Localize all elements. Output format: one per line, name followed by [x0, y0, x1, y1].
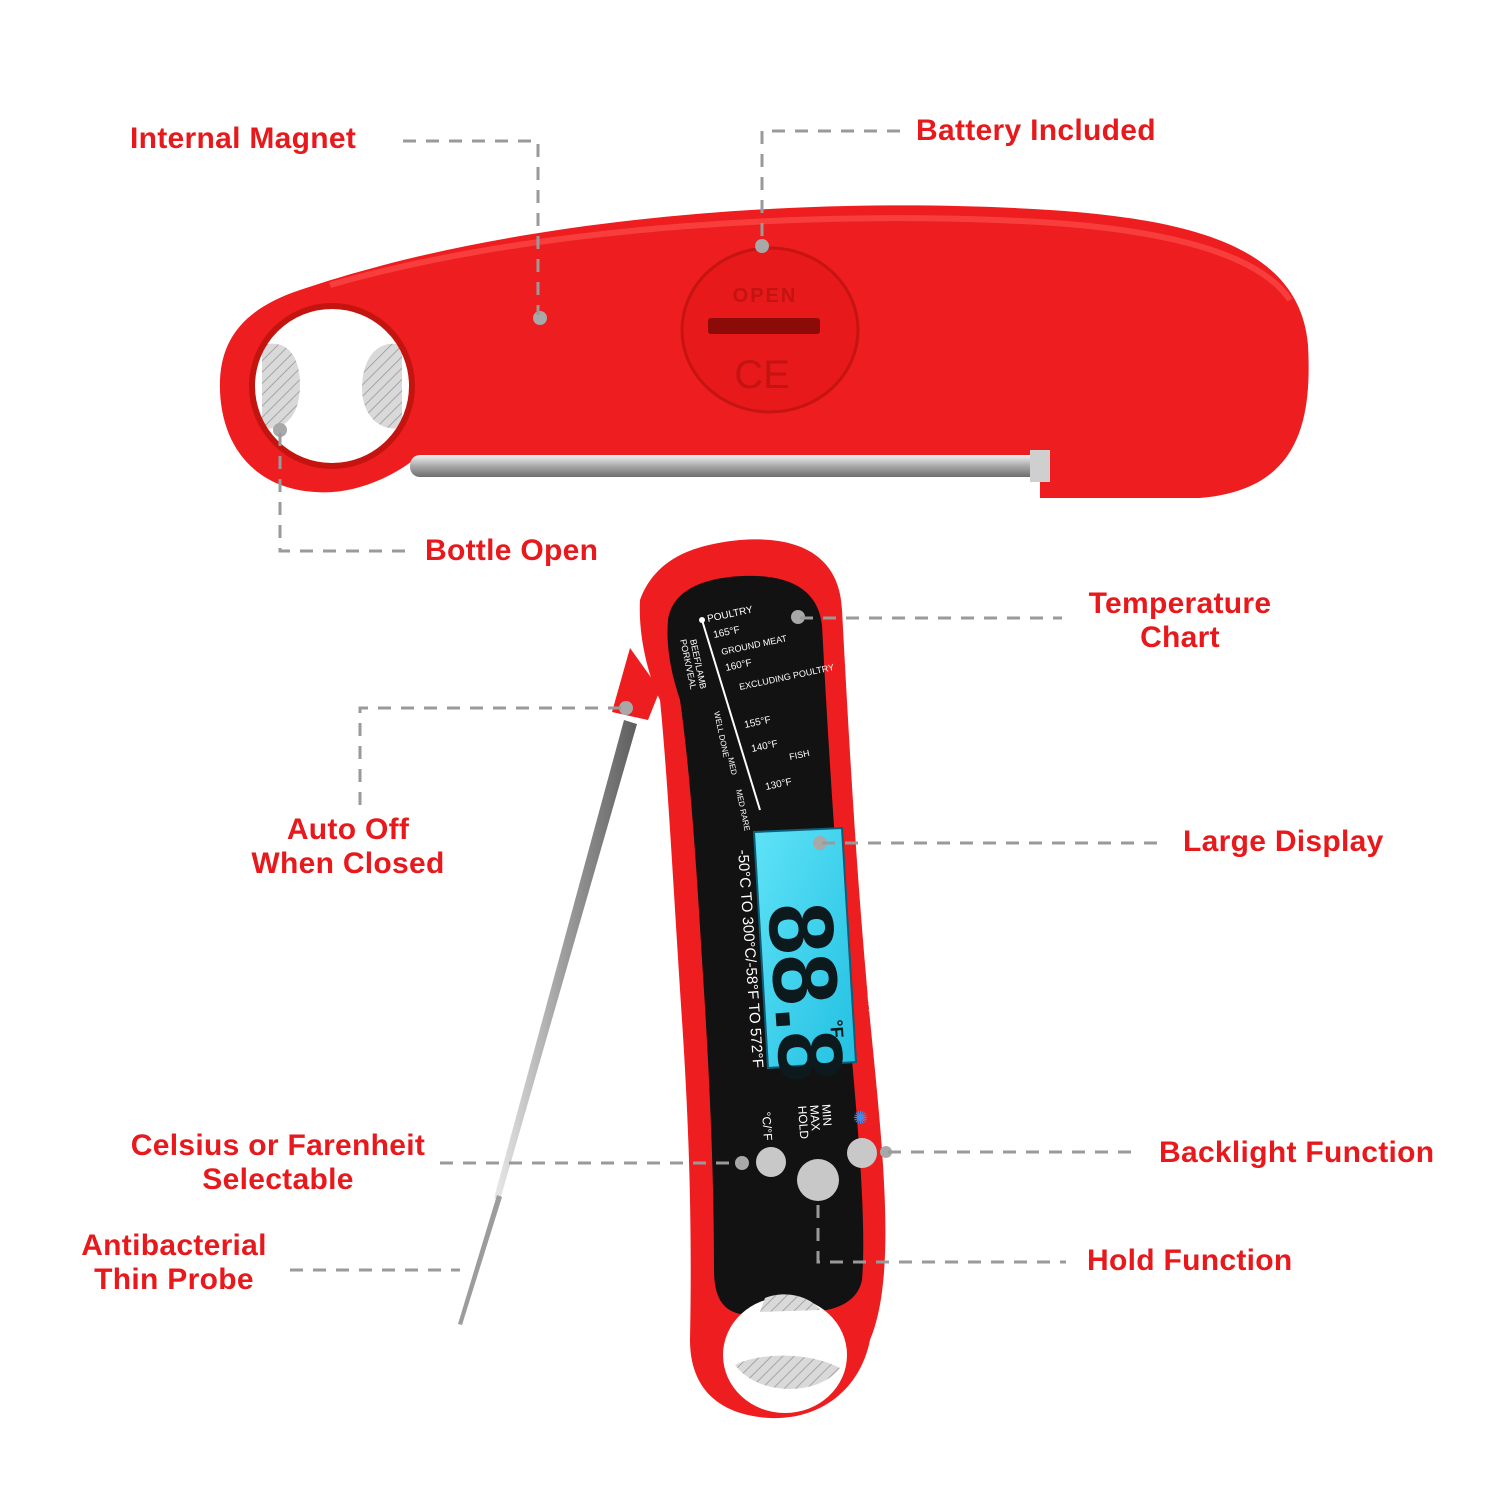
chart-left-label: MED [726, 757, 739, 776]
chart-entry-category: FISH [788, 748, 810, 762]
callout-battery-included: Battery Included [916, 114, 1156, 147]
bottom-opener-hole [723, 1297, 847, 1413]
lcd-display: 88.8 °F [748, 826, 862, 1085]
leader-lines [278, 129, 1162, 1272]
open-thermometer: POULTRY 165°F GROUND MEAT 160°F EXCLUDIN… [458, 539, 892, 1419]
backlight-button[interactable] [847, 1138, 877, 1168]
folded-thermometer: OPEN CE [219, 205, 1309, 498]
unit-button-label: °C/°F [759, 1111, 775, 1141]
chart-entry-temp: 160°F [724, 658, 752, 674]
bottle-opener-hole [252, 306, 412, 466]
chart-entry-temp: 140°F [750, 739, 778, 755]
callout-backlight-function: Backlight Function [1159, 1136, 1435, 1169]
chart-entry-temp: 130°F [764, 777, 792, 793]
folded-probe [410, 455, 1050, 477]
battery-cover-label: OPEN [733, 285, 798, 307]
callout-hold-function: Hold Function [1087, 1244, 1293, 1277]
lcd-digits: 88.8 [748, 899, 862, 1085]
callout-large-display: Large Display [1183, 825, 1384, 858]
hold-button-label: HOLDMAXMIN [795, 1104, 835, 1140]
callout-celsius-fahrenheit: Celsius or Farenheit Selectable [130, 1129, 426, 1196]
unit-toggle-button[interactable] [756, 1147, 786, 1177]
chart-entry-temp: 155°F [743, 715, 771, 731]
chart-entry-temp: 165°F [712, 625, 740, 641]
callout-antibacterial-probe: Antibacterial Thin Probe [81, 1229, 267, 1296]
callout-auto-off: Auto Off When Closed [251, 813, 445, 880]
hold-button[interactable] [797, 1159, 839, 1201]
open-probe [494, 720, 637, 1200]
callout-bottle-open: Bottle Open [425, 534, 599, 567]
lcd-unit: °F [826, 1019, 847, 1039]
svg-text:HOLDMAXMIN: HOLDMAXMIN [795, 1104, 835, 1140]
callout-internal-magnet: Internal Magnet [130, 122, 357, 155]
backlight-icon: ✺ [853, 1108, 868, 1128]
callout-temperature-chart: Temperature Chart [1088, 587, 1272, 654]
ce-mark: CE [734, 353, 790, 397]
